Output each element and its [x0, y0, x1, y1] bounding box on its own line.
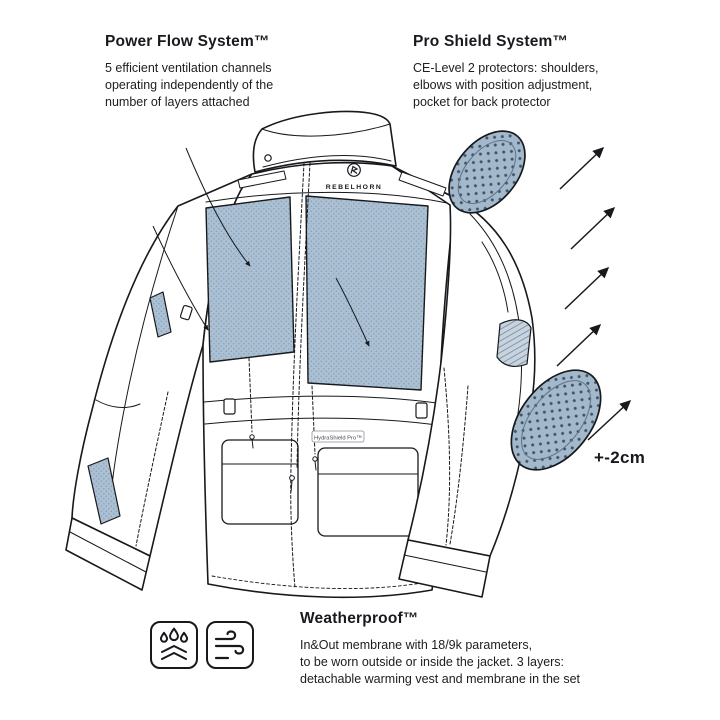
strap-buckle	[223, 398, 236, 415]
airflow-icon	[214, 630, 245, 660]
feature-description-line: 5 efficient ventilation channels	[105, 61, 272, 75]
feature-description-line: to be worn outside or inside the jacket.…	[300, 655, 565, 669]
ventilation-leader-arrows	[152, 147, 370, 347]
hem-stitch	[211, 575, 429, 589]
elbow-protector	[510, 369, 602, 471]
feature-description-line: In&Out membrane with 18/9k parameters,	[300, 638, 533, 652]
sleeve-vent-panel	[87, 457, 121, 525]
elbow-adjustment-label: +-2cm	[594, 448, 646, 467]
mesh-panel-left	[205, 196, 295, 363]
waterproof-icon-box	[150, 621, 198, 669]
membrane-label: HydraShield Pro™	[314, 436, 362, 442]
feature-description-line: detachable warming vest and membrane in …	[300, 672, 581, 686]
feature-description: In&Out membrane with 18/9k parameters, t…	[300, 637, 660, 688]
sleeve-zipper	[449, 385, 469, 545]
membrane-label-tag	[311, 430, 365, 443]
zipper-pull	[289, 475, 295, 481]
collar-snap	[264, 154, 272, 162]
feature-description-line: number of layers attached	[105, 95, 250, 109]
sleeve-zipper	[135, 391, 169, 547]
zipper-pull	[314, 460, 317, 471]
feature-description-line: pocket for back protector	[413, 95, 551, 109]
shoulder-strap	[237, 170, 287, 189]
main-zipper	[290, 162, 305, 589]
feature-description-line: elbows with position adjustment,	[413, 78, 593, 92]
collar	[252, 110, 397, 173]
protector-arrows	[556, 146, 632, 441]
waist-strap	[203, 395, 445, 405]
feature-pro-shield: Pro Shield System™ CE-Level 2 protectors…	[413, 33, 653, 111]
shoulder-strap	[398, 171, 447, 197]
cargo-pocket-left	[221, 439, 299, 525]
shoulder-protector	[448, 130, 526, 214]
elbow-ribbed-panel	[496, 319, 532, 367]
feature-power-flow: Power Flow System™ 5 efficient ventilati…	[105, 33, 335, 111]
feature-description-line: CE-Level 2 protectors: shoulders,	[413, 61, 599, 75]
mesh-panel-right	[305, 195, 429, 391]
feature-weatherproof: Weatherproof™ In&Out membrane with 18/9k…	[300, 610, 660, 688]
vent-zipper	[248, 357, 253, 433]
ventilation-panels	[205, 195, 429, 391]
feature-title: Weatherproof™	[300, 610, 419, 627]
airflow-icon-box	[206, 621, 254, 669]
zipper-pull	[290, 480, 293, 493]
sleeve-vent-panel	[149, 291, 172, 338]
brand-logo-icon	[347, 163, 361, 177]
waterproof-drops-icon	[154, 625, 194, 660]
right-sleeve	[391, 165, 536, 598]
cargo-pocket-right	[317, 447, 419, 537]
side-zipper	[443, 367, 451, 546]
zipper-pull	[251, 438, 254, 449]
feature-description: CE-Level 2 protectors: shoulders, elbows…	[413, 60, 653, 111]
main-zipper	[296, 162, 311, 469]
front-details	[203, 162, 445, 589]
brand-label: REBELHORN	[326, 184, 383, 191]
waist-strap	[204, 417, 445, 427]
vent-zipper	[311, 385, 316, 455]
strap-buckle	[179, 304, 193, 321]
strap-buckle	[415, 402, 428, 419]
feature-title: Pro Shield System™	[413, 33, 569, 50]
feature-description-line: operating independently of the	[105, 78, 274, 92]
feature-description: 5 efficient ventilation channels operati…	[105, 60, 335, 111]
feature-title: Power Flow System™	[105, 33, 270, 50]
